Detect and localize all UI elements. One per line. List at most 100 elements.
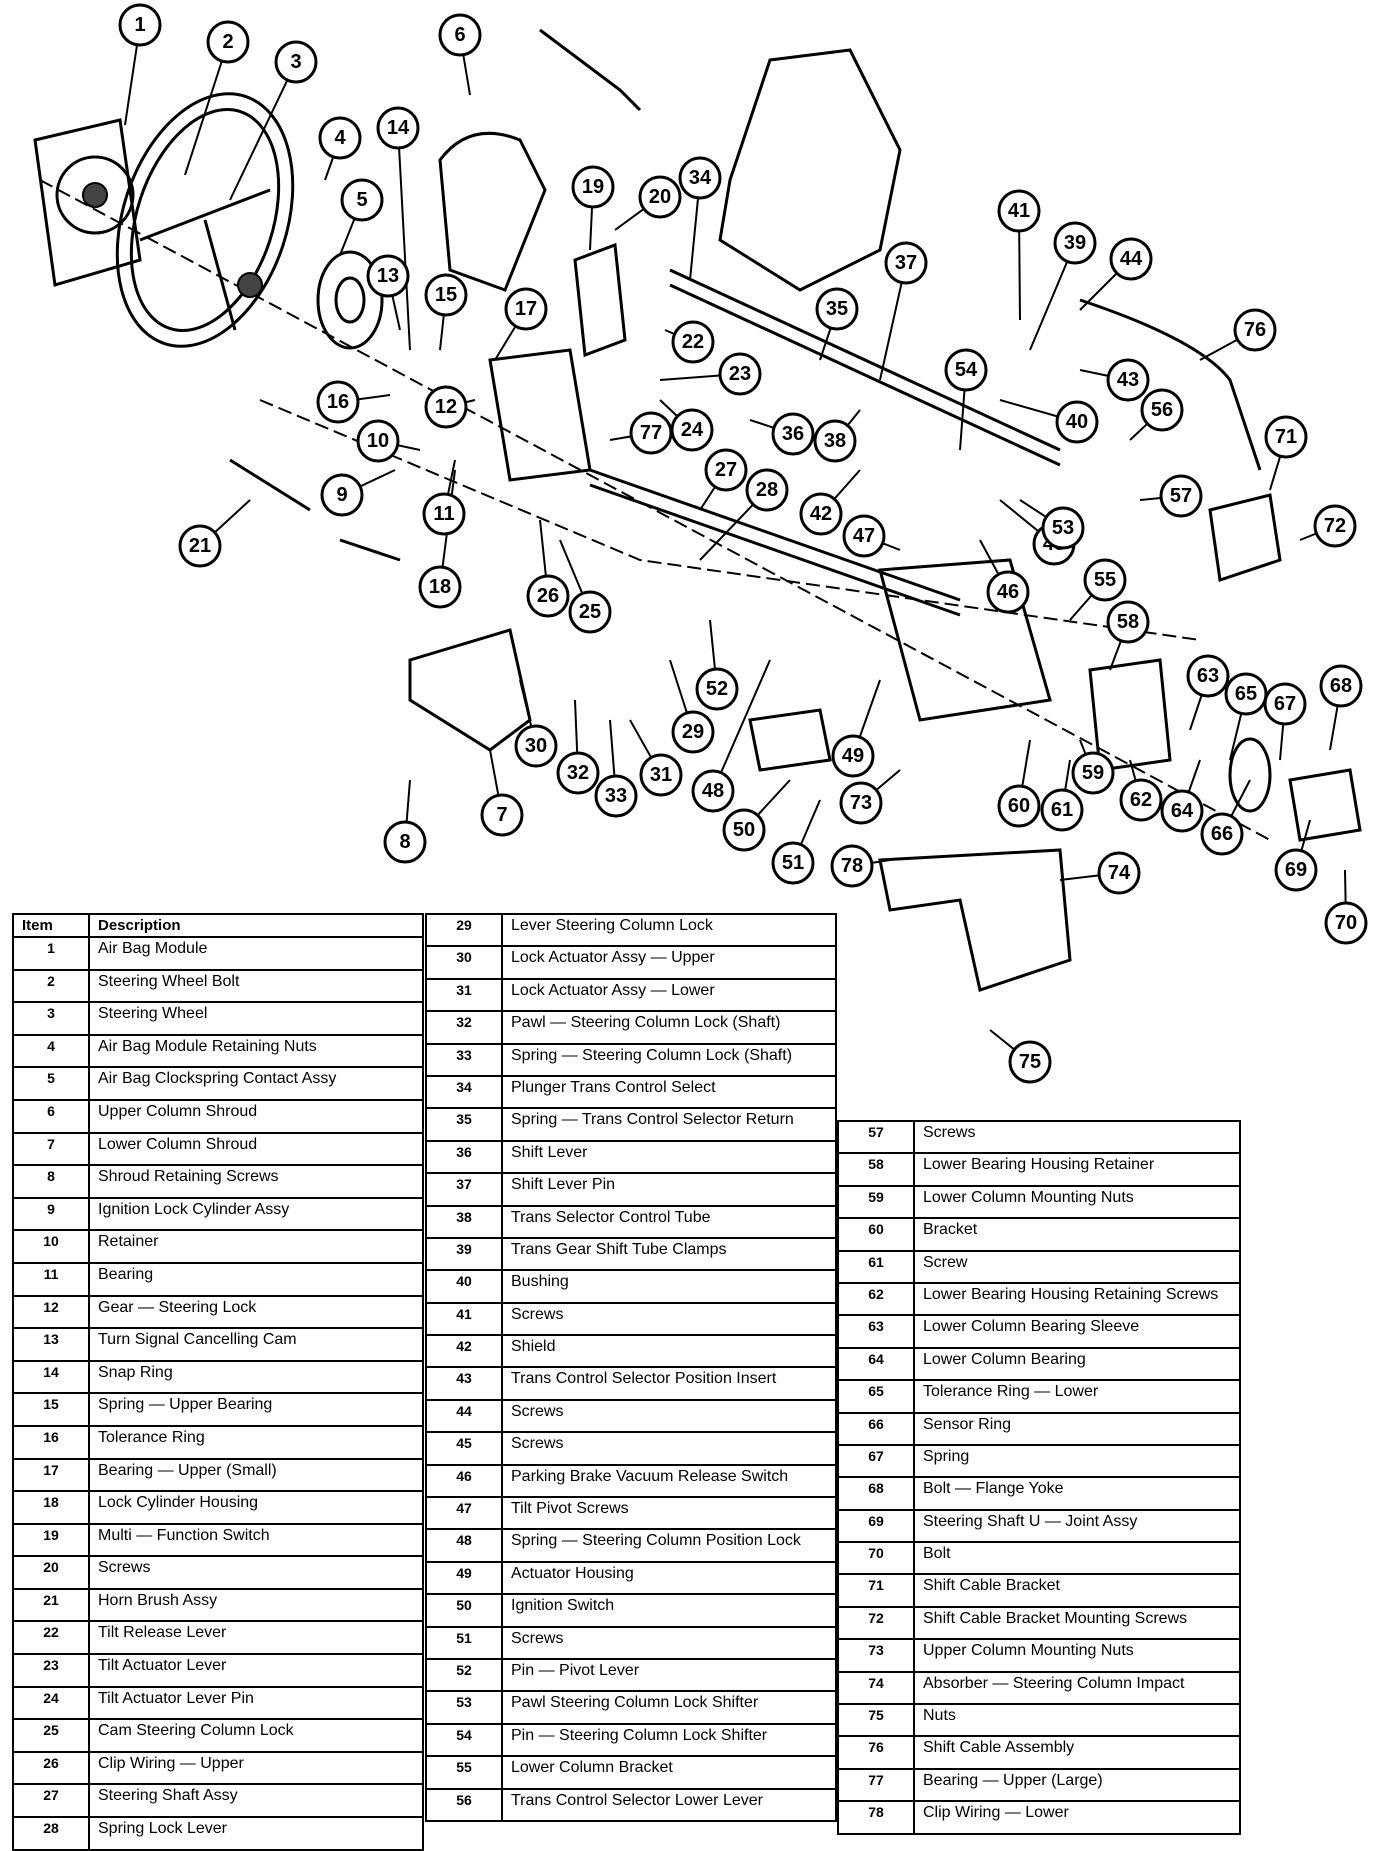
legend-item-number: 62 [837, 1281, 915, 1317]
legend-item-number: 25 [12, 1718, 90, 1753]
legend-item-description: Tolerance Ring [88, 1424, 424, 1460]
callout-number: 71 [1275, 426, 1297, 448]
callout-77: 77 [629, 411, 673, 455]
legend-item-description: Bearing — Upper (Large) [913, 1767, 1241, 1803]
callout-circle [1053, 221, 1097, 265]
callout-38: 38 [813, 419, 857, 463]
callout-64: 64 [1160, 789, 1204, 833]
legend-item-description: Spring — Upper Bearing [88, 1392, 424, 1427]
callout-number: 60 [1008, 795, 1030, 817]
legend-item-number: 47 [425, 1496, 503, 1531]
legend-item-number: 5 [12, 1066, 90, 1101]
callout-number: 33 [605, 785, 627, 807]
callout-53: 53 [1041, 506, 1085, 550]
callout-number: 20 [649, 186, 671, 208]
callout-circle [356, 419, 400, 463]
callout-47: 47 [842, 514, 886, 558]
callout-3: 3 [274, 40, 318, 84]
legend-item-description: Spring — Trans Control Selector Return [501, 1107, 837, 1142]
legend-item-number: 74 [837, 1670, 915, 1706]
callout-9: 9 [320, 473, 364, 517]
item-column-header: Item [12, 913, 90, 938]
legend-item-number: 59 [837, 1184, 915, 1220]
legend-item-number: 32 [425, 1010, 503, 1045]
callout-72: 72 [1313, 504, 1357, 548]
legend-item-number: 19 [12, 1522, 90, 1558]
legend-item-number: 30 [425, 945, 503, 980]
legend-item-number: 41 [425, 1301, 503, 1337]
callout-13: 13 [366, 254, 410, 298]
legend-item-description: Shroud Retaining Screws [88, 1164, 424, 1199]
legend-item-description: Steering Wheel [88, 1001, 424, 1036]
callout-circle [944, 348, 988, 392]
callout-44: 44 [1109, 237, 1153, 281]
callout-59: 59 [1071, 751, 1115, 795]
legend-item-number: 1 [12, 936, 90, 971]
callout-circle [671, 320, 715, 364]
callout-54: 54 [944, 348, 988, 392]
callout-circle [424, 273, 468, 317]
legend-item-description: Tilt Actuator Lever Pin [88, 1685, 424, 1721]
callout-46: 46 [986, 570, 1030, 614]
legend-item-description: Snap Ring [88, 1359, 424, 1395]
callout-number: 66 [1211, 823, 1233, 845]
callout-35: 35 [815, 287, 859, 331]
legend-item-description: Shift Cable Bracket Mounting Screws [913, 1605, 1241, 1641]
callout-number: 58 [1117, 611, 1139, 633]
legend-item-number: 24 [12, 1685, 90, 1721]
callout-circle [722, 808, 766, 852]
callout-76: 76 [1233, 308, 1277, 352]
callout-number: 39 [1064, 232, 1086, 254]
legend-item-description: Air Bag Module Retaining Nuts [88, 1033, 424, 1069]
callout-73: 73 [839, 781, 883, 825]
legend-item-number: 16 [12, 1424, 90, 1460]
legend-item-description: Trans Control Selector Position Insert [501, 1366, 837, 1401]
callout-number: 26 [537, 585, 559, 607]
callout-33: 33 [594, 774, 638, 818]
legend-item-description: Parking Brake Vacuum Release Switch [501, 1463, 837, 1499]
callout-circle [629, 411, 673, 455]
callout-5: 5 [340, 178, 384, 222]
callout-circle [594, 774, 638, 818]
callout-2: 2 [206, 20, 250, 64]
callout-circle [986, 570, 1030, 614]
callout-circle [1264, 415, 1308, 459]
callout-circle [831, 734, 875, 778]
legend-item-description: Screws [501, 1301, 837, 1337]
callout-6: 6 [438, 13, 482, 57]
legend-item-number: 43 [425, 1366, 503, 1401]
legend-item-description: Tolerance Ring — Lower [913, 1379, 1241, 1414]
callout-18: 18 [418, 565, 462, 609]
legend-item-number: 55 [425, 1755, 503, 1790]
lock-cylinder-housing-drawing [488, 348, 592, 482]
callout-number: 67 [1274, 693, 1296, 715]
top-cable-drawing [539, 28, 642, 112]
callout-number: 2 [222, 31, 233, 53]
legend-item-description: Lower Column Mounting Nuts [913, 1184, 1241, 1220]
leader-line [712, 659, 771, 792]
callout-29: 29 [671, 710, 715, 754]
callout-circle [376, 106, 420, 150]
callout-31: 31 [639, 753, 683, 797]
callout-number: 77 [640, 422, 662, 444]
legend-item-description: Pin — Pivot Lever [501, 1657, 837, 1693]
legend-item-number: 72 [837, 1605, 915, 1641]
legend-item-description: Lever Steering Column Lock [501, 912, 837, 948]
